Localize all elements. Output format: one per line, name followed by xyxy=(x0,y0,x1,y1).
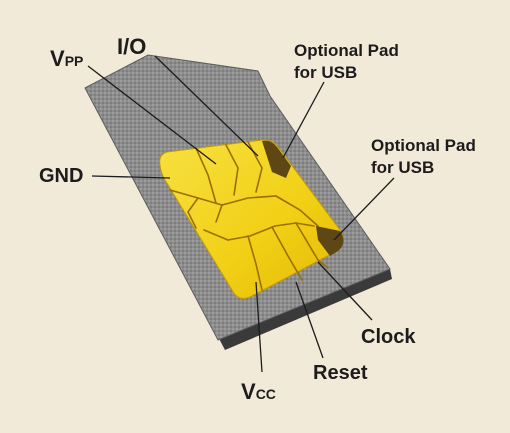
leader-usb2 xyxy=(333,177,395,241)
leader-reset xyxy=(295,281,324,359)
label-usb-1: Optional Pad for USB xyxy=(294,41,404,82)
label-gnd: GND xyxy=(39,165,83,187)
leader-lines xyxy=(87,55,395,373)
usb-pad-upper xyxy=(262,140,291,178)
leader-usb1 xyxy=(282,81,325,159)
label-clock: Clock xyxy=(361,326,416,348)
label-vpp: VPP xyxy=(50,46,83,71)
label-vcc: VCC xyxy=(241,379,276,404)
label-io: I/O xyxy=(117,34,146,59)
leader-io xyxy=(154,55,259,157)
contact-grooves xyxy=(169,141,329,291)
label-reset: Reset xyxy=(313,362,368,384)
leader-gnd xyxy=(91,175,171,179)
leader-vpp xyxy=(87,65,217,165)
usb-pad-lower xyxy=(316,226,344,256)
leader-vcc xyxy=(255,281,263,373)
label-usb-2: Optional Pad for USB xyxy=(371,136,481,177)
leader-clock xyxy=(317,261,373,321)
